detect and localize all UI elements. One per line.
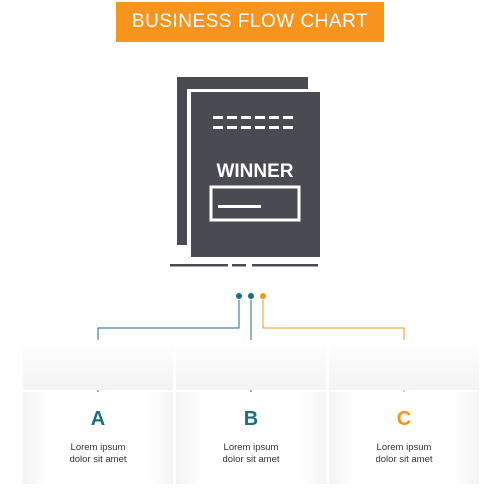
node-a-line2: dolor sit amet: [69, 454, 127, 465]
ground-line-right: [252, 264, 318, 267]
front-sheet: [191, 92, 320, 257]
ground-line-mid: [232, 264, 246, 267]
connector-dot-a: [236, 293, 242, 299]
node-a-line1: Lorem ipsum: [70, 442, 126, 453]
winner-label: WINNER: [216, 161, 293, 182]
connector-dot-b: [248, 293, 254, 299]
card-c-shade: [329, 340, 479, 390]
node-c-line2: dolor sit amet: [375, 454, 433, 465]
connector-dot-c: [260, 293, 266, 299]
ground-line-left: [170, 264, 228, 267]
node-text-b: Lorem ipsum dolor sit amet: [176, 442, 326, 466]
winner-certificate-icon: WINNER: [160, 70, 330, 275]
title-banner: BUSINESS FLOW CHART: [116, 2, 384, 42]
node-text-a: Lorem ipsum dolor sit amet: [23, 442, 173, 466]
node-text-c: Lorem ipsum dolor sit amet: [329, 442, 479, 466]
flow-node-b: B Lorem ipsum dolor sit amet: [176, 392, 326, 484]
node-b-line2: dolor sit amet: [222, 454, 280, 465]
node-b-line1: Lorem ipsum: [223, 442, 279, 453]
node-letter-a: A: [90, 408, 106, 430]
flow-node-a: A Lorem ipsum dolor sit amet: [23, 392, 173, 484]
card-b-shade: [176, 340, 326, 390]
node-letter-b: B: [243, 408, 259, 430]
node-letter-c: C: [396, 408, 412, 430]
signature-box: [209, 185, 301, 222]
card-a-shade: [23, 340, 173, 390]
flow-node-c: C Lorem ipsum dolor sit amet: [329, 392, 479, 484]
signature-line: [218, 205, 261, 208]
dashed-lines: [213, 116, 293, 129]
node-c-line1: Lorem ipsum: [376, 442, 432, 453]
page-title: BUSINESS FLOW CHART: [131, 11, 369, 32]
certificate-graphic: WINNER: [170, 77, 321, 267]
